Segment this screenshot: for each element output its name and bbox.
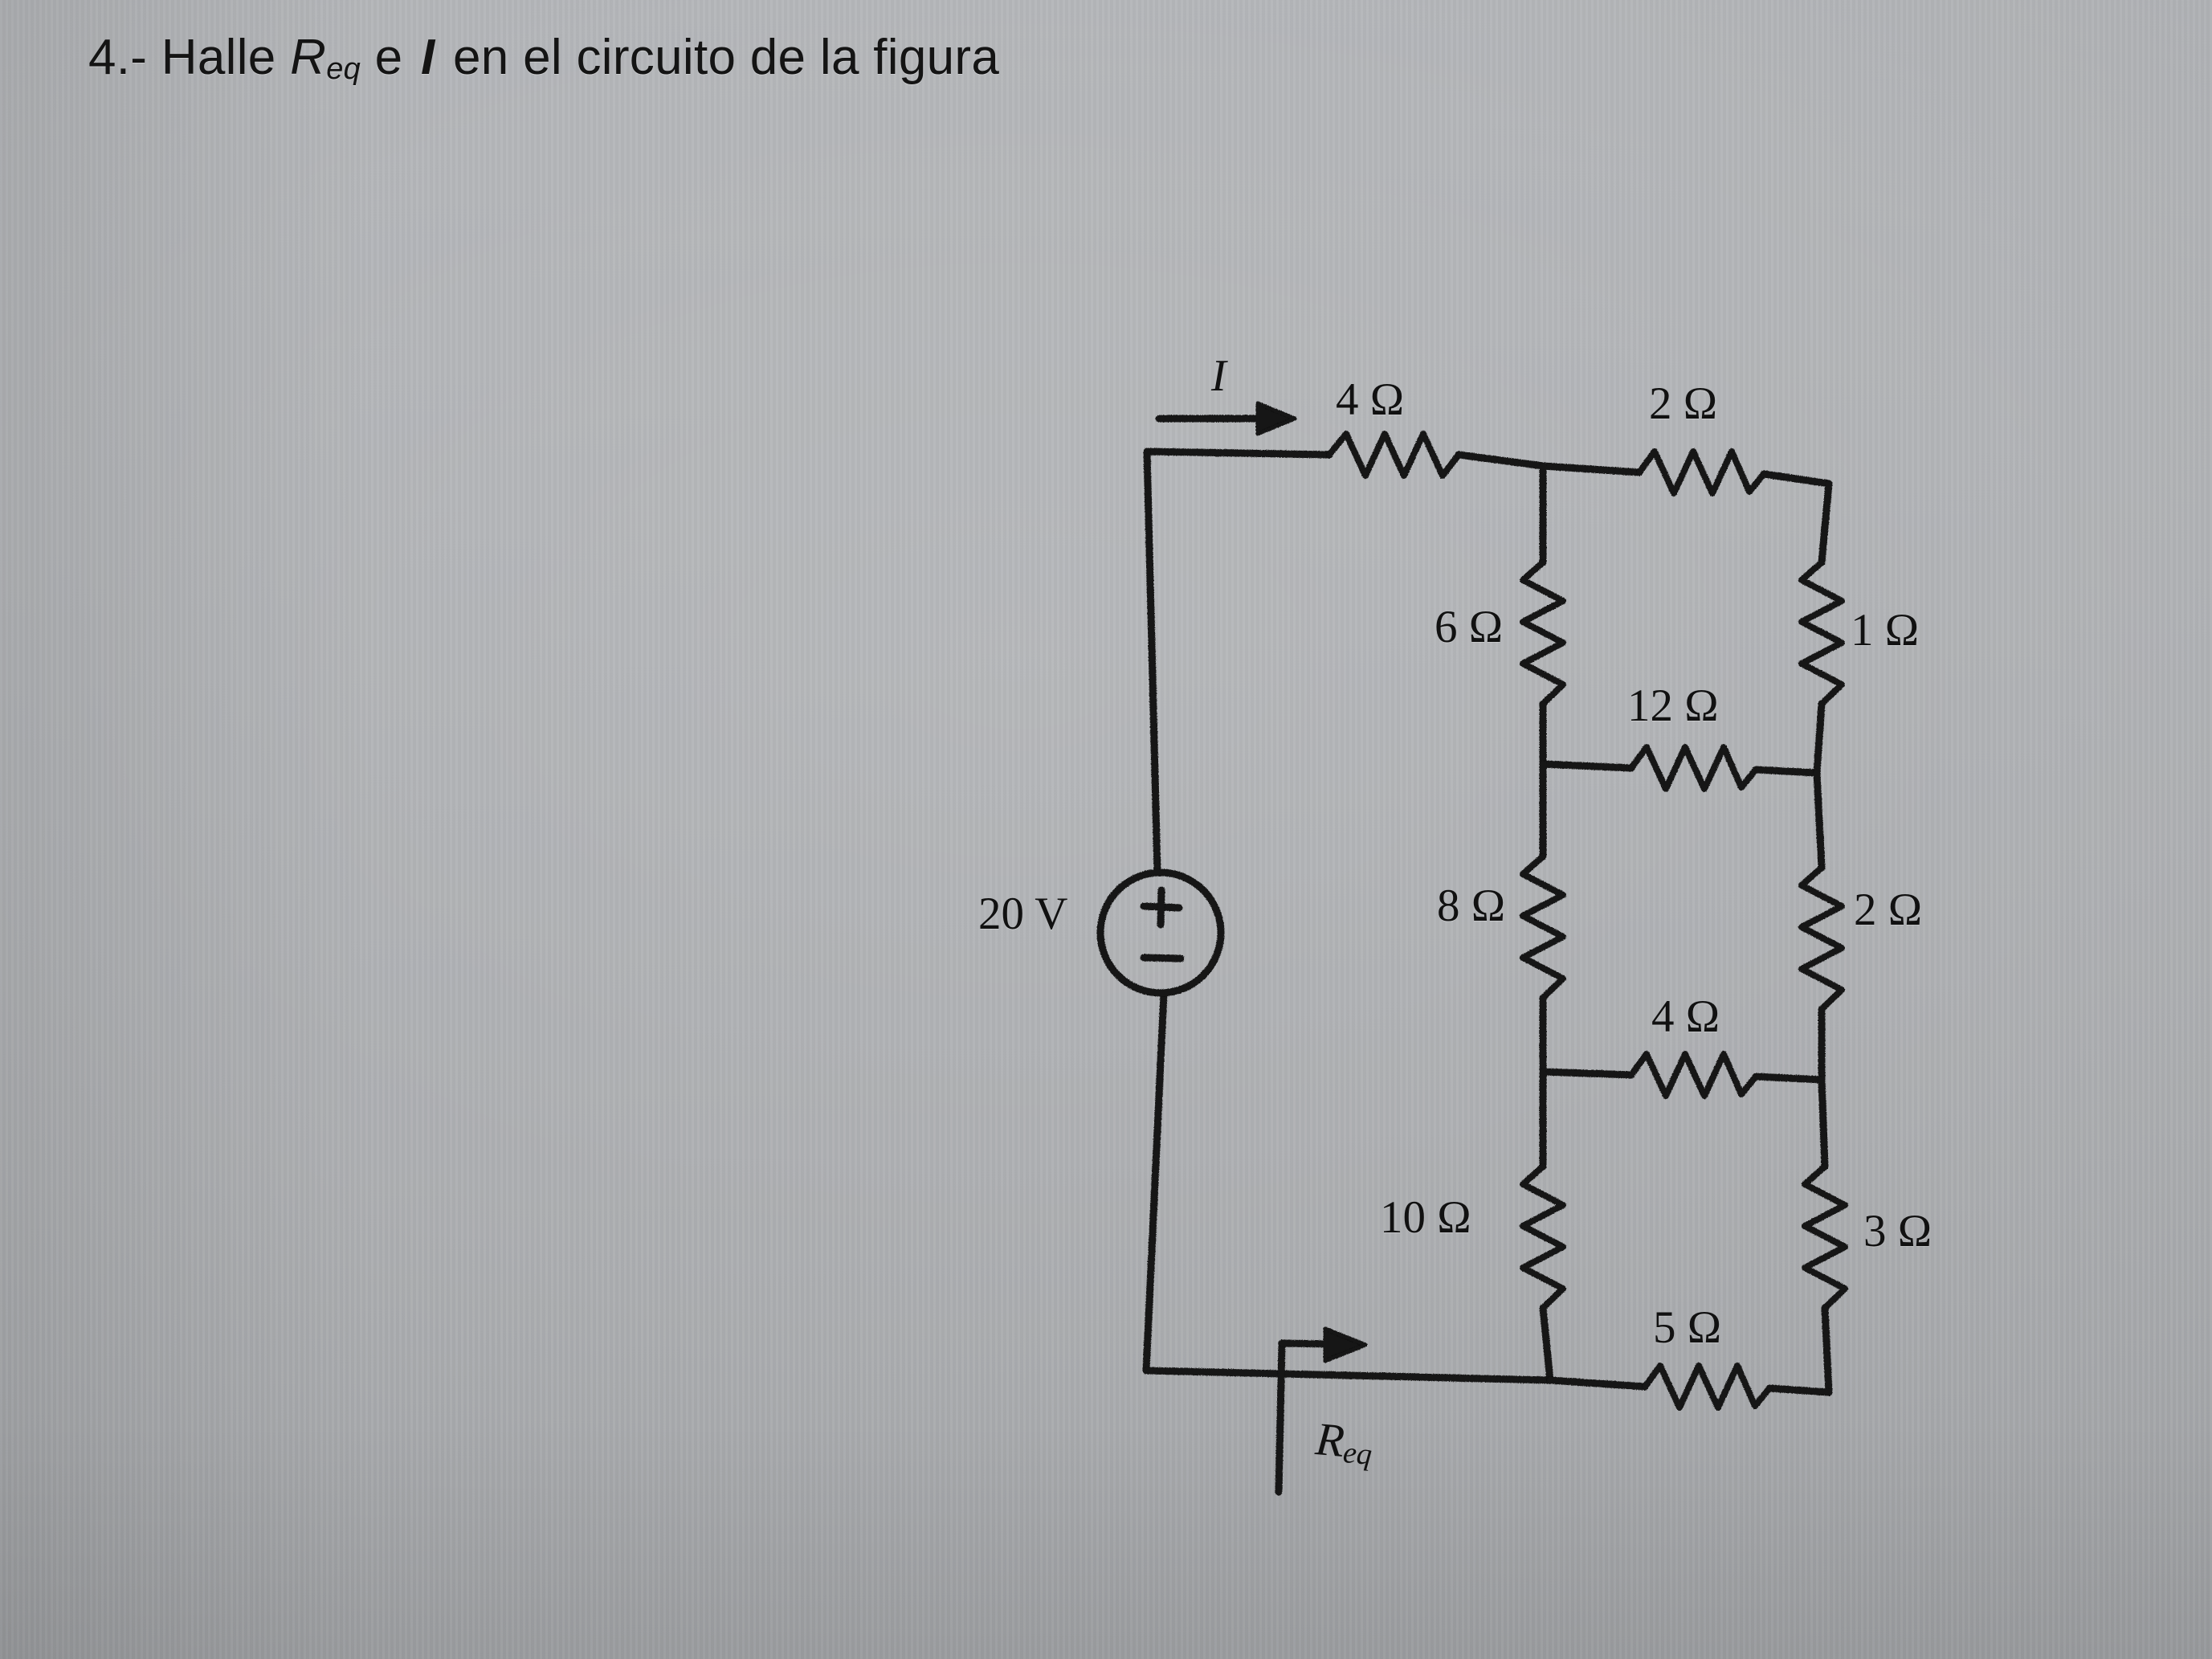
resistor-2ohm-top-symbol bbox=[1636, 448, 1767, 496]
resistor-label-2ohm-top: 2 Ω bbox=[1649, 378, 1718, 429]
resistor-label-2ohm-right: 2 Ω bbox=[1854, 885, 1923, 935]
problem-number: 4.- bbox=[88, 30, 148, 85]
resistor-label-6ohm: 6 Ω bbox=[1435, 602, 1504, 652]
wire-3ohm-to-bottom-corner bbox=[1821, 1304, 1833, 1396]
resistor-label-4ohm-top: 4 Ω bbox=[1336, 374, 1405, 425]
resistor-label-3ohm: 3 Ω bbox=[1863, 1206, 1932, 1257]
wire-rung4-to-3ohm bbox=[1818, 1076, 1829, 1171]
voltage-source-label: 20 V bbox=[978, 889, 1068, 939]
resistor-1ohm-symbol bbox=[1798, 559, 1845, 707]
resistor-3ohm-symbol bbox=[1802, 1163, 1848, 1311]
req-symbol: R bbox=[290, 30, 327, 85]
wire-rung4-right bbox=[1752, 1073, 1826, 1084]
req-marker-subscript: eq bbox=[1341, 1436, 1373, 1472]
resistor-6ohm-symbol bbox=[1520, 559, 1566, 707]
resistor-label-10ohm: 10 Ω bbox=[1380, 1192, 1471, 1243]
resistor-4ohm-rung-symbol bbox=[1628, 1051, 1759, 1099]
wire-rung12-right bbox=[1752, 766, 1821, 777]
voltage-source-symbol bbox=[1096, 868, 1225, 997]
wire-5ohm-to-bottom-right-corner bbox=[1765, 1384, 1833, 1396]
wire-rung4-left bbox=[1539, 1068, 1635, 1079]
problem-statement: 4.- Halle Req e I en el circuito de la f… bbox=[88, 29, 999, 87]
voltage-source-polarity bbox=[1140, 886, 1185, 962]
wire-top-node-to-2ohm bbox=[1539, 462, 1643, 476]
resistor-2ohm-right-symbol bbox=[1798, 864, 1845, 1012]
resistor-label-1ohm: 1 Ω bbox=[1851, 605, 1920, 656]
problem-tail: en el circuito de la figura bbox=[453, 30, 1000, 85]
wire-top-4-to-node bbox=[1455, 451, 1547, 470]
resistor-label-8ohm: 8 Ω bbox=[1437, 881, 1506, 931]
resistor-5ohm-symbol bbox=[1642, 1363, 1773, 1411]
req-marker-label: Req bbox=[1313, 1412, 1375, 1473]
problem-verb: Halle bbox=[161, 30, 276, 85]
wire-1ohm-to-rung12 bbox=[1813, 700, 1826, 777]
conjunction: e bbox=[374, 30, 403, 85]
wire-10ohm-to-bottom bbox=[1539, 1304, 1554, 1384]
resistor-label-12ohm: 12 Ω bbox=[1627, 680, 1719, 731]
resistor-8ohm-symbol bbox=[1520, 853, 1566, 1001]
resistor-10ohm-symbol bbox=[1520, 1163, 1566, 1311]
req-marker-icon bbox=[1275, 1326, 1368, 1496]
current-symbol: I bbox=[420, 30, 435, 85]
req-subscript: eq bbox=[326, 52, 361, 86]
current-label: I bbox=[1211, 351, 1226, 401]
wire-rung12-left bbox=[1539, 760, 1635, 772]
resistor-label-4ohm-rung: 4 Ω bbox=[1651, 991, 1720, 1042]
wire-left-outer bbox=[1142, 447, 1554, 1384]
wire-rung12-to-2ohm-right bbox=[1813, 769, 1826, 872]
resistor-label-5ohm: 5 Ω bbox=[1653, 1302, 1722, 1353]
wire-bottom-left-to-5ohm bbox=[1546, 1376, 1649, 1391]
resistor-4ohm-top-symbol bbox=[1326, 431, 1462, 479]
resistor-12ohm-symbol bbox=[1628, 744, 1759, 792]
current-arrow-icon bbox=[1155, 401, 1297, 436]
wire-top-2-to-right-corner bbox=[1760, 470, 1833, 566]
